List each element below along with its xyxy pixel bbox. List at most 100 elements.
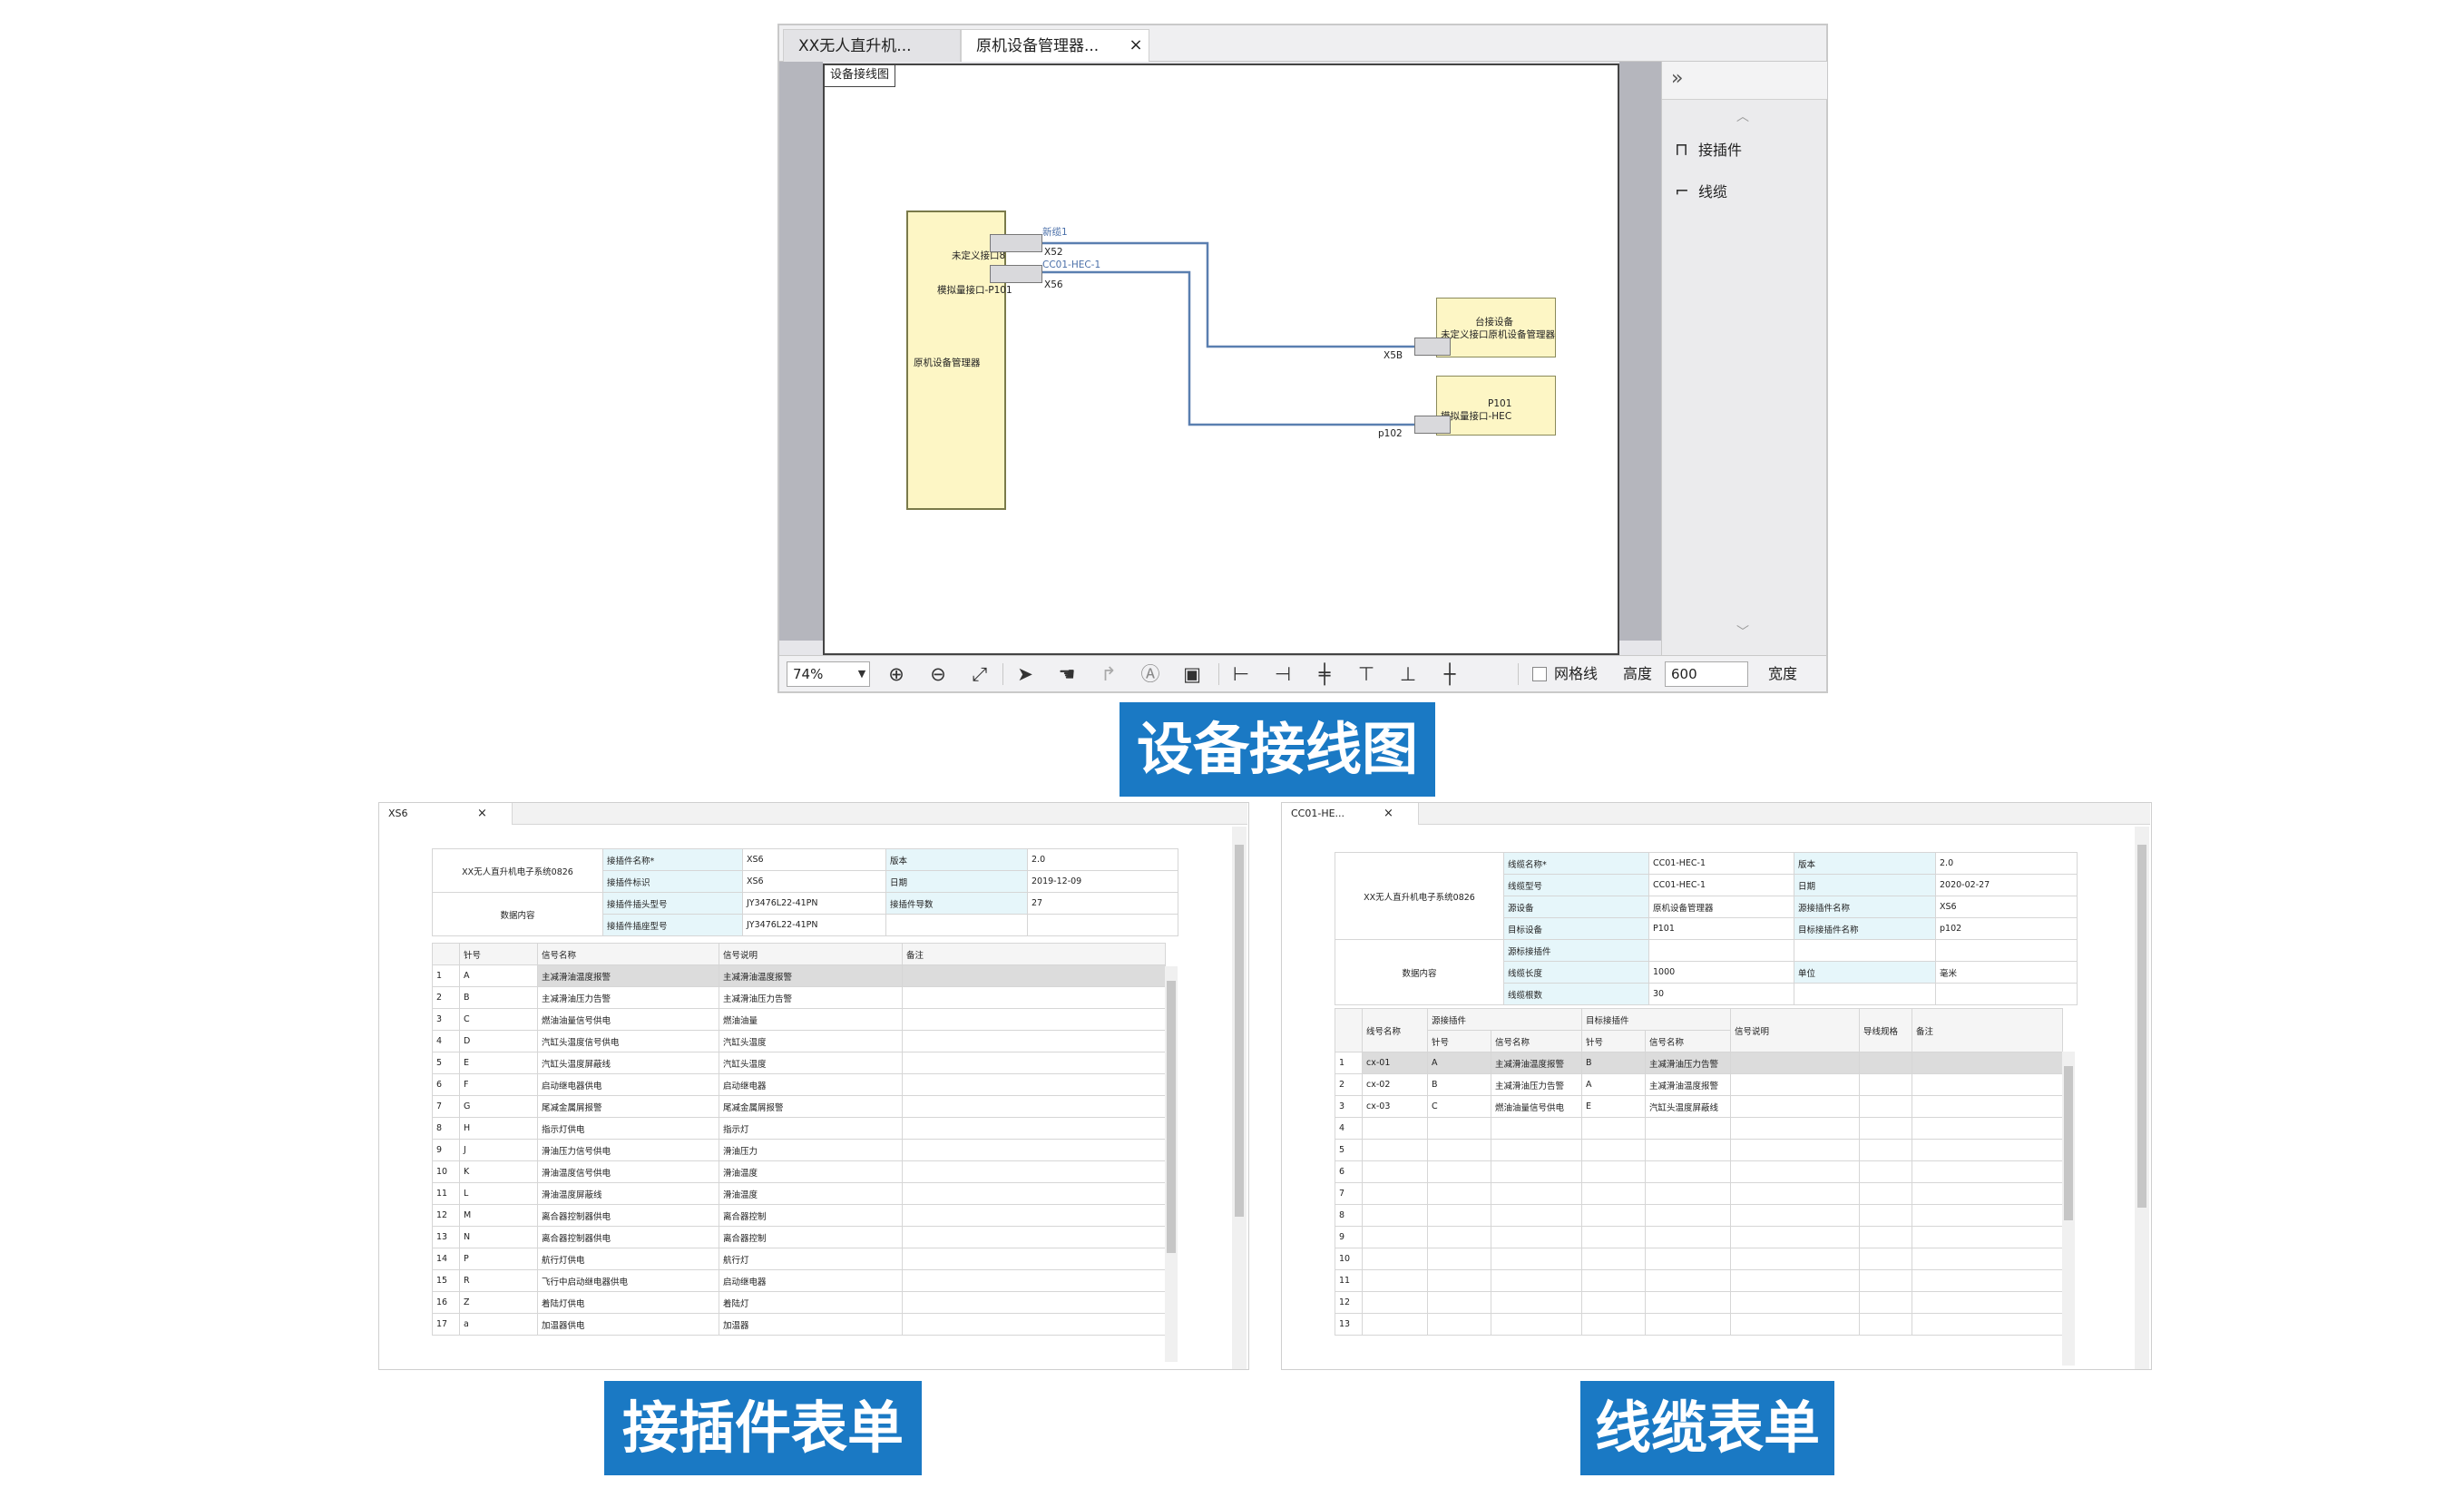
header-value[interactable]: 30	[1648, 983, 1794, 1005]
window-scrollbar-thumb[interactable]	[1235, 845, 1244, 1217]
table-cell[interactable]	[1645, 1291, 1732, 1314]
tab-helicopter[interactable]: XX无人直升机...	[783, 29, 961, 62]
table-cell[interactable]	[1427, 1313, 1491, 1336]
align-left-icon[interactable]: ⊢	[1232, 663, 1250, 685]
table-cell[interactable]	[1730, 1095, 1861, 1118]
table-cell[interactable]	[1730, 1139, 1861, 1161]
height-input[interactable]: 600	[1665, 661, 1748, 687]
table-cell[interactable]	[1859, 1269, 1913, 1292]
table-cell[interactable]	[1859, 1291, 1913, 1314]
table-cell[interactable]	[1859, 1313, 1913, 1336]
align-bottom-icon[interactable]: ⊥	[1399, 663, 1417, 685]
align-top-icon[interactable]: ⊤	[1357, 663, 1375, 685]
panel-item-cable[interactable]: ⌐线缆	[1675, 178, 1727, 205]
table-cell[interactable]	[1581, 1269, 1647, 1292]
column-header[interactable]: 导线规格	[1859, 1008, 1913, 1052]
table-cell[interactable]	[1427, 1160, 1491, 1183]
header-value[interactable]: XS6	[1935, 896, 2078, 918]
header-value[interactable]: 27	[1027, 892, 1178, 915]
table-cell[interactable]: 着陆灯供电	[537, 1291, 719, 1314]
window-scrollbar-thumb[interactable]	[2137, 845, 2146, 1208]
table-cell[interactable]	[1581, 1291, 1647, 1314]
table-cell[interactable]: A	[1581, 1073, 1647, 1096]
header-value[interactable]	[1027, 914, 1178, 936]
scroll-down-icon[interactable]: ﹀	[1736, 625, 1749, 640]
table-cell[interactable]	[1427, 1226, 1491, 1248]
table-cell[interactable]	[1362, 1117, 1428, 1140]
table-cell[interactable]: 离合器控制	[719, 1226, 903, 1248]
table-cell[interactable]	[1859, 1139, 1913, 1161]
connector-p102[interactable]	[1414, 416, 1451, 434]
table-row[interactable]: 6	[1335, 1160, 2064, 1183]
table-cell[interactable]	[902, 964, 1166, 987]
align-right-icon[interactable]: ⊣	[1274, 663, 1292, 685]
table-cell[interactable]	[1427, 1204, 1491, 1227]
table-cell[interactable]	[1581, 1117, 1647, 1140]
table-cell[interactable]	[1645, 1269, 1732, 1292]
table-cell[interactable]: 离合器控制器供电	[537, 1226, 719, 1248]
table-cell[interactable]: 尾减金属屑报警	[537, 1095, 719, 1118]
scrollbar-thumb[interactable]	[1167, 981, 1176, 1253]
header-value[interactable]: 2020-02-27	[1935, 874, 2078, 896]
fit-screen-icon[interactable]: ⤢	[972, 663, 988, 685]
table-cell[interactable]: 着陆灯	[719, 1291, 903, 1314]
table-cell[interactable]: B	[459, 986, 538, 1009]
table-cell[interactable]: 主减滑油压力告警	[719, 986, 903, 1009]
table-cell[interactable]	[1490, 1160, 1583, 1183]
table-cell[interactable]	[1362, 1139, 1428, 1161]
table-cell[interactable]	[1912, 1204, 2064, 1227]
table-cell[interactable]: K	[459, 1160, 538, 1183]
table-cell[interactable]	[1362, 1160, 1428, 1183]
table-row[interactable]: 9	[1335, 1226, 2064, 1248]
connect-line-icon[interactable]: ↱	[1100, 663, 1117, 685]
table-cell[interactable]	[902, 1313, 1166, 1336]
table-cell[interactable]	[1581, 1248, 1647, 1270]
table-cell[interactable]: 主减滑油压力告警	[1645, 1052, 1732, 1074]
column-header[interactable]: 备注	[902, 943, 1166, 965]
table-cell[interactable]: 滑油温度屏蔽线	[537, 1182, 719, 1205]
table-cell[interactable]: 滑油压力	[719, 1139, 903, 1161]
table-cell[interactable]: 燃油油量	[719, 1008, 903, 1031]
table-cell[interactable]	[1912, 1269, 2064, 1292]
table-cell[interactable]	[1362, 1204, 1428, 1227]
table-cell[interactable]	[902, 1226, 1166, 1248]
column-header[interactable]: 针号	[1427, 1030, 1491, 1052]
table-cell[interactable]: E	[459, 1052, 538, 1074]
table-cell[interactable]: P	[459, 1248, 538, 1270]
device-a-box[interactable]: 台接设备 未定义接口原机设备管理器	[1436, 298, 1556, 357]
header-value[interactable]: 2.0	[1027, 848, 1178, 871]
close-tab-icon[interactable]: ×	[1384, 807, 1393, 820]
device-b-box[interactable]: P101 模拟量接口-HEC	[1436, 376, 1556, 436]
header-value[interactable]	[1935, 983, 2078, 1005]
table-cell[interactable]: 滑油温度	[719, 1182, 903, 1205]
panel-item-connector[interactable]: ⊓接插件	[1675, 136, 1742, 163]
table-cell[interactable]	[1912, 1160, 2064, 1183]
table-cell[interactable]	[902, 1030, 1166, 1052]
zoom-in-icon[interactable]: ⊕	[888, 663, 904, 685]
table-cell[interactable]	[1912, 1052, 2064, 1074]
table-cell[interactable]: 主减滑油压力告警	[537, 986, 719, 1009]
table-cell[interactable]: N	[459, 1226, 538, 1248]
table-row[interactable]: 7	[1335, 1182, 2064, 1205]
table-cell[interactable]: 指示灯	[719, 1117, 903, 1140]
tab-xs6[interactable]: XS6	[379, 803, 513, 825]
table-cell[interactable]: 主减滑油温度报警	[537, 964, 719, 987]
table-cell[interactable]	[902, 986, 1166, 1009]
pointer-icon[interactable]: ➤	[1017, 663, 1033, 685]
table-cell[interactable]: 航行灯	[719, 1248, 903, 1270]
table-cell[interactable]	[1581, 1313, 1647, 1336]
table-cell[interactable]: 燃油油量信号供电	[1490, 1095, 1583, 1118]
table-cell[interactable]: 汽缸头温度	[719, 1030, 903, 1052]
header-value[interactable]: 2.0	[1935, 852, 2078, 875]
table-cell[interactable]: Z	[459, 1291, 538, 1314]
table-cell[interactable]	[1362, 1291, 1428, 1314]
table-cell[interactable]	[1581, 1139, 1647, 1161]
table-cell[interactable]: 汽缸头温度屏蔽线	[1645, 1095, 1732, 1118]
table-cell[interactable]	[1859, 1226, 1913, 1248]
